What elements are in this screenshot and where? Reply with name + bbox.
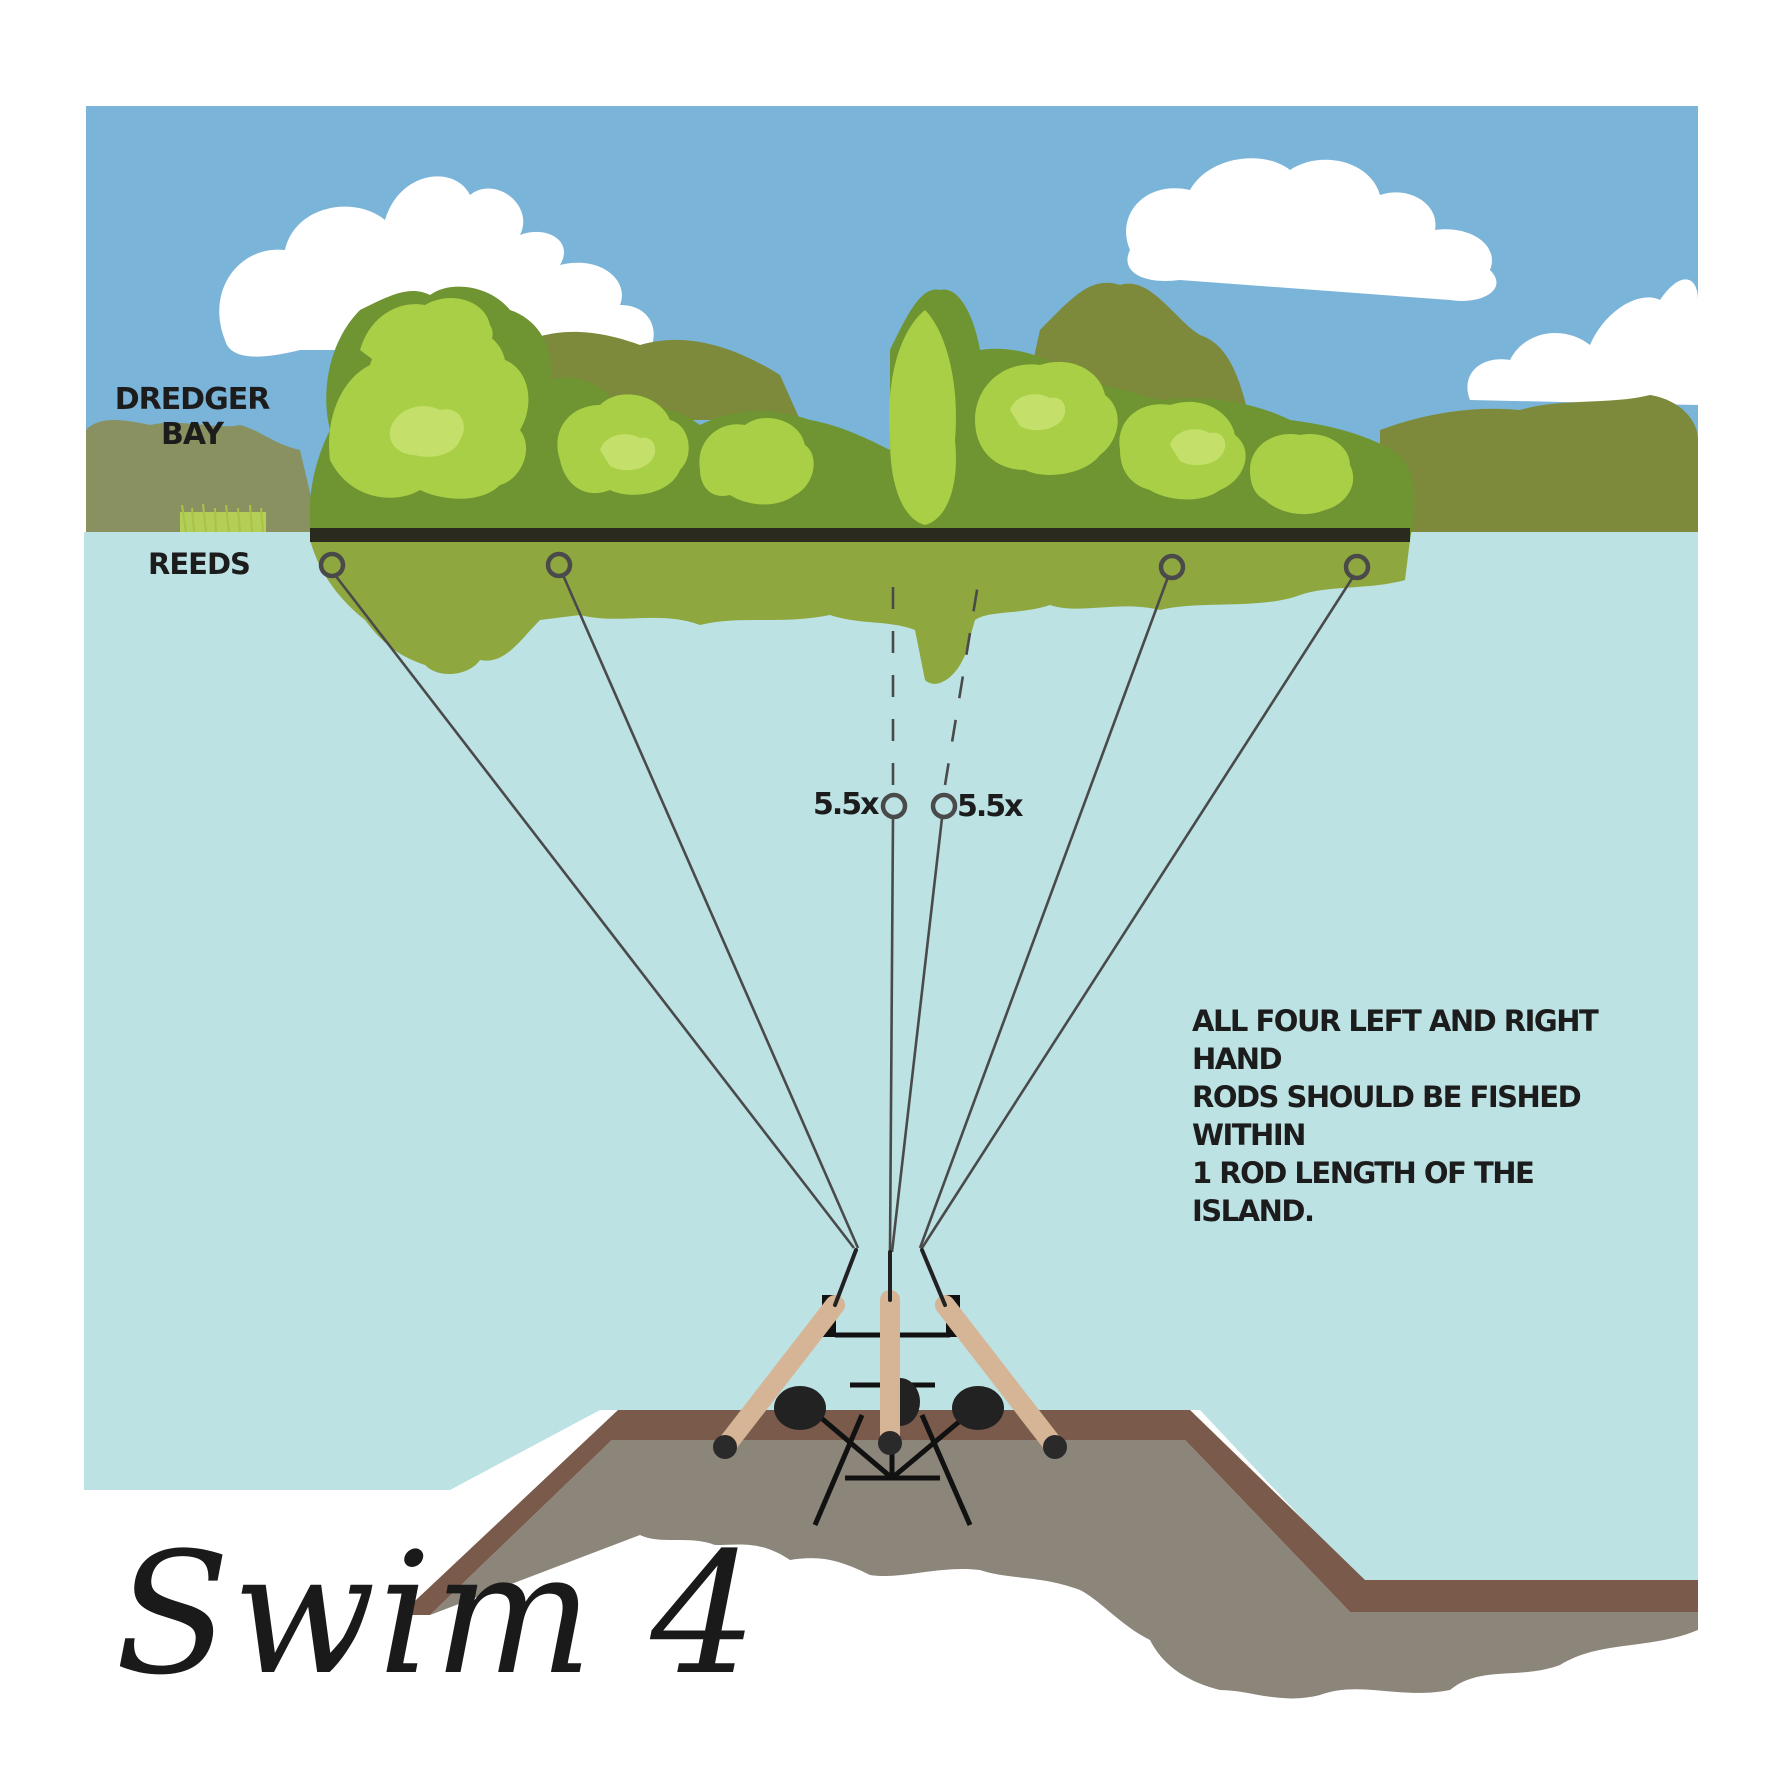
line-rod-5 xyxy=(918,576,1170,1249)
marker-far-left xyxy=(318,551,346,579)
note-line-3: 1 ROD LENGTH OF THE ISLAND. xyxy=(1192,1156,1535,1228)
rod-pod xyxy=(713,1248,1067,1526)
note-line-2: RODS SHOULD BE FISHED WITHIN xyxy=(1192,1080,1582,1152)
swim-title: Swim 4 xyxy=(115,1516,760,1712)
line-rod-4-dashed xyxy=(943,571,982,786)
bank xyxy=(400,1410,1698,1699)
line-rod-6 xyxy=(920,576,1355,1249)
line-rod-3 xyxy=(888,817,895,1253)
marker-centre-right xyxy=(930,792,958,820)
area-label-line2: BAY xyxy=(161,416,224,452)
reed-bed xyxy=(180,503,266,533)
rod-left xyxy=(715,1295,845,1457)
island-shoreline xyxy=(310,528,1410,542)
left-wraps-label: 5.5x xyxy=(813,787,879,822)
line-rod-1 xyxy=(333,574,856,1249)
note-line-1: ALL FOUR LEFT AND RIGHT HAND xyxy=(1192,1004,1599,1076)
area-label-line1: DREDGER xyxy=(114,382,271,417)
island-reflection xyxy=(310,540,1410,684)
instruction-note: ALL FOUR LEFT AND RIGHT HAND RODS SHOULD… xyxy=(1192,1002,1652,1230)
marker-centre-left xyxy=(880,792,908,820)
island-trees xyxy=(309,286,1415,542)
reeds-label: REEDS xyxy=(148,547,251,581)
casting-markers xyxy=(318,551,1371,820)
rods xyxy=(713,1248,1067,1459)
fishing-lines xyxy=(333,571,1355,1253)
rod-right xyxy=(935,1295,1065,1457)
line-rod-4 xyxy=(890,817,944,1253)
marker-right xyxy=(1158,553,1186,581)
right-wraps-label: 5.5x xyxy=(957,789,1023,824)
marker-left xyxy=(545,551,573,579)
line-rod-2 xyxy=(561,574,860,1249)
area-label: DREDGER BAY xyxy=(112,382,272,452)
marker-far-right xyxy=(1343,553,1371,581)
clouds xyxy=(219,158,1698,405)
